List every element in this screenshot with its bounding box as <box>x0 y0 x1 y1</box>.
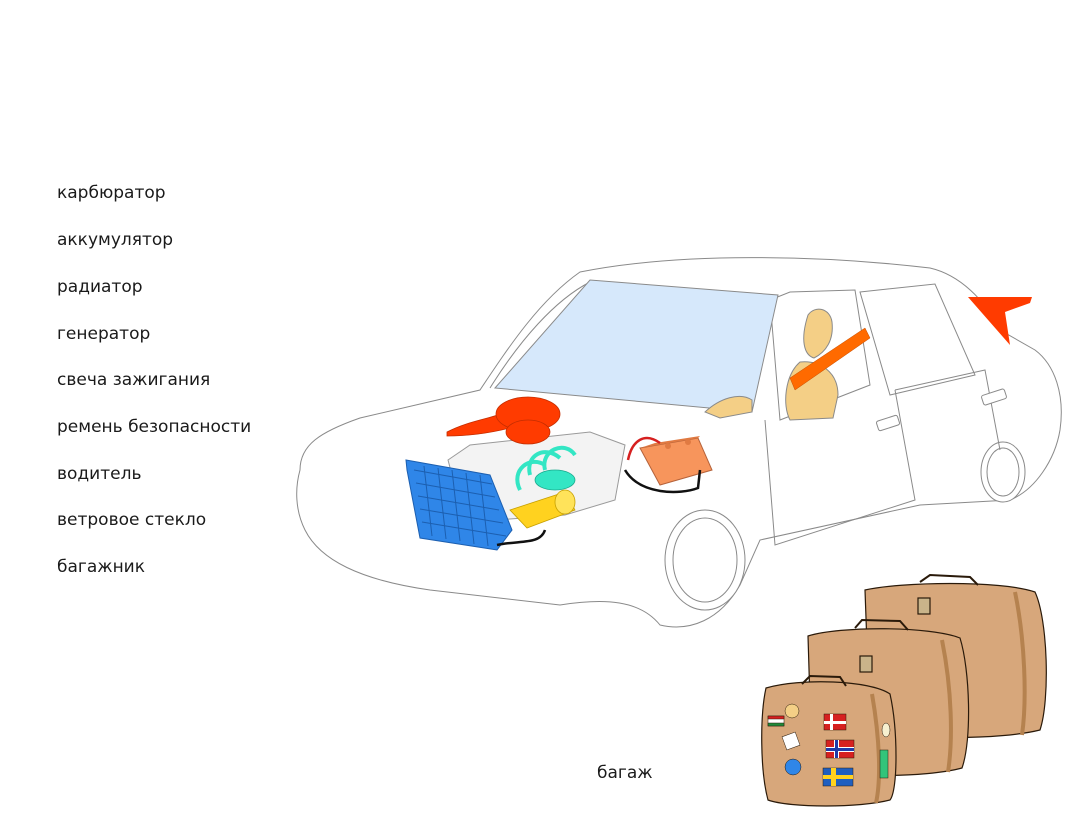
seatbelt <box>789 327 871 391</box>
generator <box>509 489 576 529</box>
luggage <box>761 573 1047 807</box>
rear-wheel <box>980 441 1026 503</box>
spark-plug-wires <box>515 445 577 491</box>
carburetor <box>446 396 561 445</box>
suitcase-front <box>761 674 897 807</box>
label-generator[interactable]: генератор <box>57 324 151 344</box>
cables <box>496 436 702 547</box>
rear-door-handle <box>981 388 1007 406</box>
label-carburetor[interactable]: карбюратор <box>57 183 166 203</box>
front-door-handle <box>876 414 900 432</box>
windshield <box>493 279 779 413</box>
battery <box>639 436 713 486</box>
label-luggage[interactable]: багаж <box>597 763 653 783</box>
label-driver[interactable]: водитель <box>57 464 142 484</box>
label-spark-plug[interactable]: свеча зажигания <box>57 370 211 390</box>
trunk-lid <box>968 297 1032 345</box>
spark-plug <box>534 469 576 491</box>
label-radiator[interactable]: радиатор <box>57 277 143 297</box>
label-windshield[interactable]: ветровое стекло <box>57 510 207 530</box>
label-trunk[interactable]: багажник <box>57 557 145 577</box>
front-wheel <box>664 509 746 611</box>
flag-stickers <box>767 703 891 787</box>
label-seatbelt[interactable]: ремень безопасности <box>57 417 252 437</box>
label-battery[interactable]: аккумулятор <box>57 230 174 250</box>
radiator <box>405 459 513 551</box>
